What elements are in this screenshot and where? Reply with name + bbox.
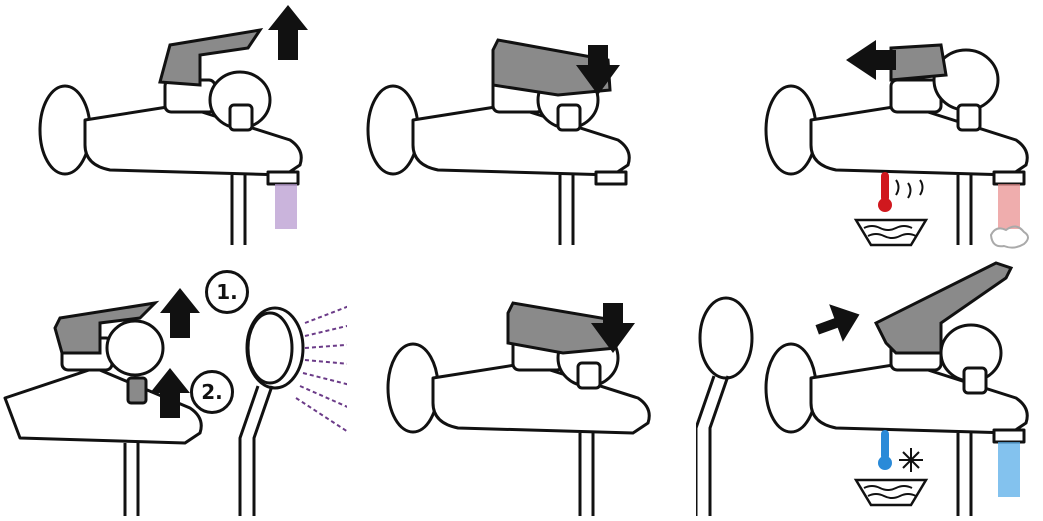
faucet-body <box>388 330 649 516</box>
hand-shower-icon <box>240 308 303 516</box>
step-badge-2: 2. <box>190 370 234 414</box>
water-stream <box>998 442 1020 497</box>
arrow-icon <box>268 5 308 60</box>
faucet-body <box>5 321 201 516</box>
panel-close-diverter <box>348 258 695 516</box>
panel-diverter: 1. 2. <box>0 258 347 516</box>
lever <box>891 45 946 80</box>
arrow-icon <box>846 40 896 80</box>
arrow-icon <box>810 296 866 349</box>
faucet-body <box>40 72 301 245</box>
cold-water-icon <box>856 430 926 505</box>
hand-shower-icon <box>696 298 752 516</box>
water-stream <box>275 184 297 229</box>
faucet-body <box>368 72 629 245</box>
steam <box>991 226 1028 247</box>
panel-cold-water <box>696 258 1043 516</box>
spray-lines <box>296 298 347 443</box>
panel-open-tap <box>0 0 347 258</box>
arrow-icon <box>160 288 200 338</box>
step-badge-1: 1. <box>205 270 249 314</box>
hot-water-icon <box>856 172 926 245</box>
panel-close-tap <box>348 0 695 258</box>
water-stream <box>998 184 1020 229</box>
snowflake-icon <box>899 448 923 472</box>
panel-hot-water <box>696 0 1043 258</box>
